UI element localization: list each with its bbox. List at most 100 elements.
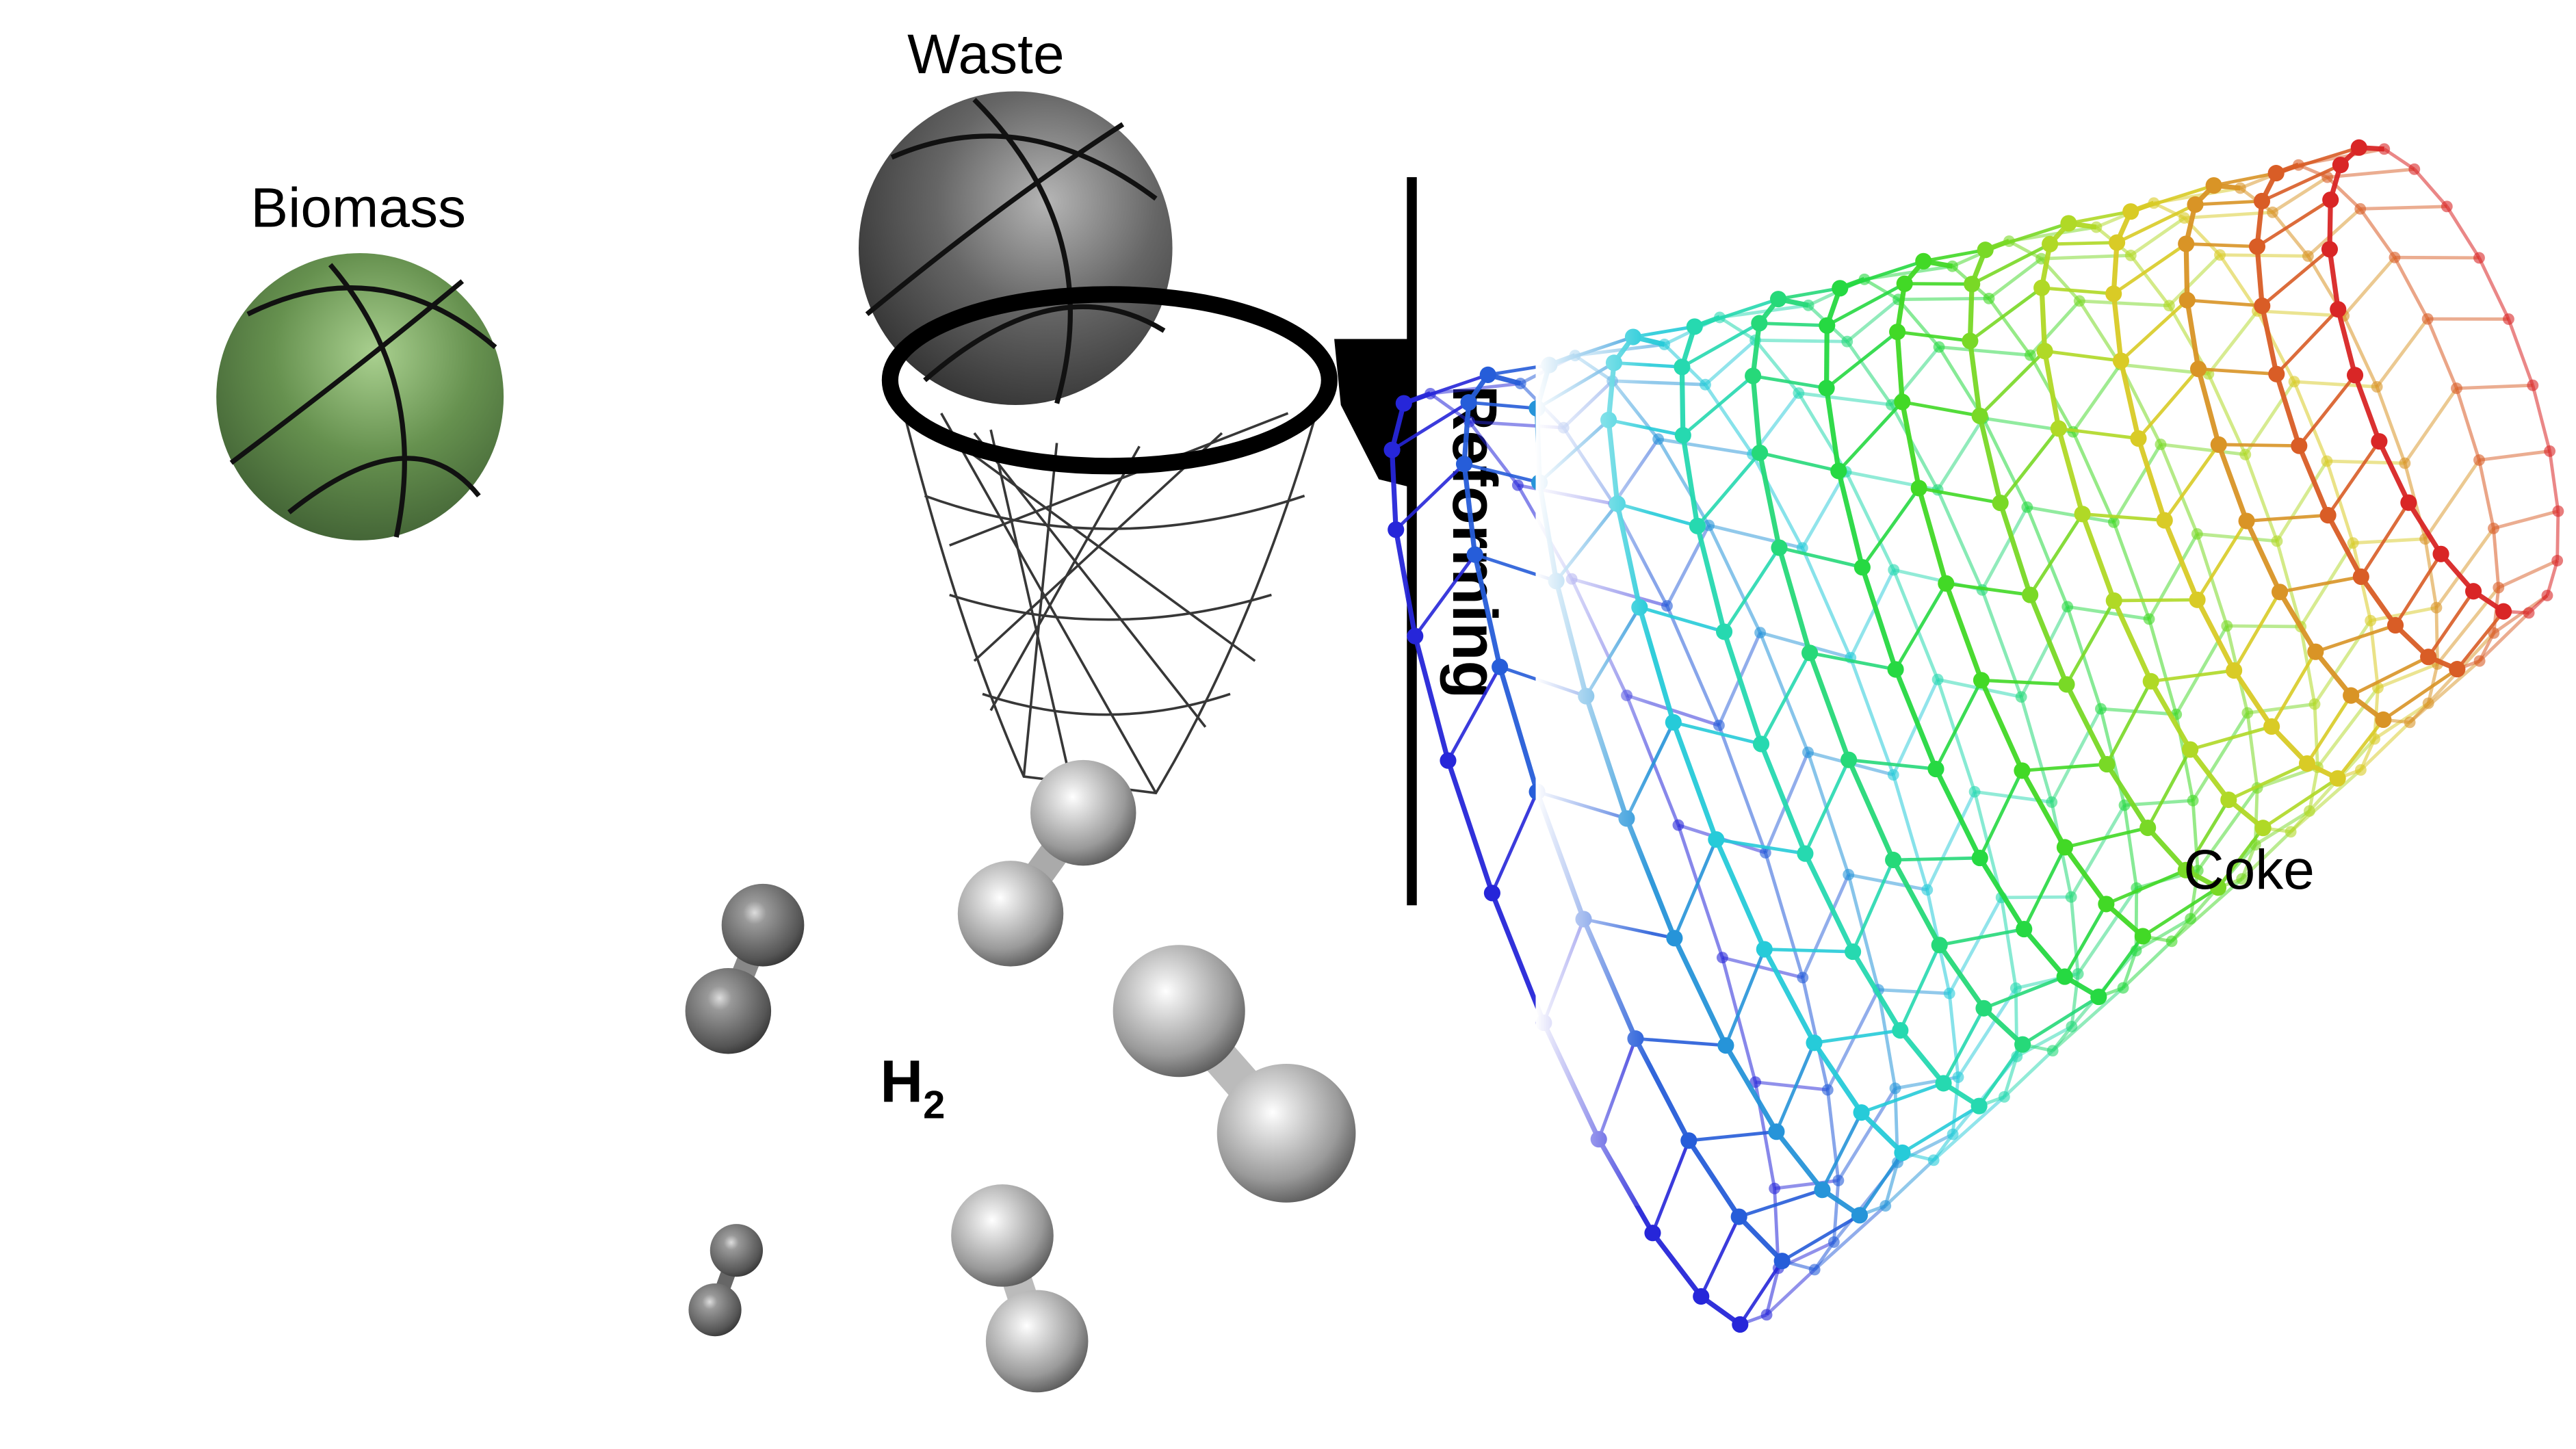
tube-bond (1980, 589, 2023, 698)
tube-bond (2189, 724, 2272, 751)
tube-atom (1968, 785, 1981, 798)
tube-bond (1639, 605, 1725, 634)
tube-atom (2465, 583, 2482, 600)
tube-bond (2456, 610, 2505, 670)
tube-bond (1714, 838, 1767, 951)
tube-bond (2358, 575, 2397, 627)
tube-bond (2326, 440, 2381, 517)
tube-bond (1750, 323, 1762, 376)
tube-bond (1980, 506, 2029, 591)
tube-bond (2275, 540, 2302, 627)
tube-atom (1832, 1175, 1845, 1186)
tube-bond (2375, 386, 2407, 464)
tube-bond (2412, 168, 2449, 208)
tube-bond (1774, 1130, 1825, 1192)
tube-atom (2254, 297, 2271, 315)
tube-atom (2343, 687, 2360, 704)
tube-atom (2346, 367, 2364, 384)
tube-atom (1819, 317, 1836, 334)
tube-atom (2421, 313, 2434, 325)
tube-bond (1998, 501, 2033, 596)
tube-bond (2531, 384, 2551, 452)
tube-atom (2354, 763, 2367, 776)
tube-bond (2358, 207, 2396, 259)
tube-atom (2330, 301, 2347, 318)
tube-bond (2153, 186, 2241, 205)
tube-bond (1651, 1140, 1691, 1234)
tube-bond (2377, 662, 2438, 690)
tube-atom (1773, 1253, 1791, 1270)
tube-atom (1716, 952, 1728, 964)
tube-atom (1927, 760, 1944, 778)
tube-atom (1887, 769, 1899, 781)
tube-atom (2118, 799, 2131, 811)
tube-bond (2275, 308, 2339, 376)
tube-atom (1756, 941, 1773, 958)
tube-atom (1395, 395, 1412, 412)
tube-atom (2234, 182, 2246, 194)
tube-bond (1999, 427, 2060, 504)
tube-bond (1762, 948, 1817, 1044)
tube-bond (1936, 489, 1984, 591)
tube-atom (1715, 623, 1733, 640)
tube-atom (1652, 433, 1665, 445)
tube-atom (2441, 200, 2453, 213)
tube-bond (1777, 547, 1812, 654)
tube-bond (2272, 176, 2328, 214)
tube-atom (2142, 673, 2159, 690)
tube-atom (2298, 755, 2316, 772)
tube-atom (2221, 620, 2233, 632)
tube-atom (1885, 851, 1902, 869)
tube-atom (1938, 575, 1955, 592)
tube-atom (1388, 521, 1405, 538)
tube-atom (1853, 559, 1871, 576)
tube-bond (1781, 1214, 1861, 1263)
tube-bond (1849, 657, 1895, 776)
tube-atom (2552, 505, 2564, 517)
tube-bond (2477, 460, 2495, 529)
biomass-label: Biomass (250, 177, 466, 239)
tube-atom (2248, 238, 2266, 255)
tube-bond (2003, 1056, 2019, 1098)
tube-bond (1892, 569, 1940, 681)
tube-bond (2257, 309, 2344, 318)
tube-bond (1708, 523, 1803, 550)
tube-bond (1721, 957, 1757, 1083)
tube-bond (2009, 225, 2097, 243)
tube-atom (2386, 616, 2404, 634)
tube-atom (2182, 741, 2199, 758)
tube-bond (2298, 374, 2356, 447)
tube-atom (1964, 276, 1981, 293)
tube-bond (1807, 652, 1851, 761)
tube-bond (1813, 1204, 1887, 1271)
tube-bond (2003, 1049, 2054, 1099)
tube-bond (2121, 950, 2138, 989)
tube-bond (1463, 462, 1540, 484)
tube-atom (2050, 420, 2067, 437)
tube-bond (1971, 242, 2051, 286)
tube-bond (1967, 340, 1983, 417)
tube-bond (1750, 376, 1762, 454)
tube-bond (1878, 988, 1950, 995)
tube-atom (1840, 751, 1858, 768)
tube-atom (2072, 968, 2084, 980)
tube-bond (2159, 443, 2199, 535)
tube-atom (2321, 171, 2334, 183)
tube-bond (1676, 824, 1724, 958)
tube-bond (2077, 887, 2138, 975)
tube-atom (2503, 313, 2514, 325)
tube-bond (1967, 284, 1975, 341)
tube-atom (1992, 495, 2009, 512)
tube-atom (2420, 649, 2437, 666)
tube-atom (2046, 1045, 2059, 1057)
tube-atom (2365, 614, 2377, 627)
tube-bond (1901, 1104, 1980, 1154)
tube-bond (2105, 680, 2152, 766)
tube-bond (1851, 859, 1895, 953)
tube-atom (1832, 280, 1849, 297)
tube-atom (1858, 273, 1871, 285)
tube-bond (2342, 256, 2396, 317)
tube-atom (2347, 537, 2359, 549)
tube-bond (2316, 686, 2380, 768)
tube-bond (1934, 679, 1983, 770)
